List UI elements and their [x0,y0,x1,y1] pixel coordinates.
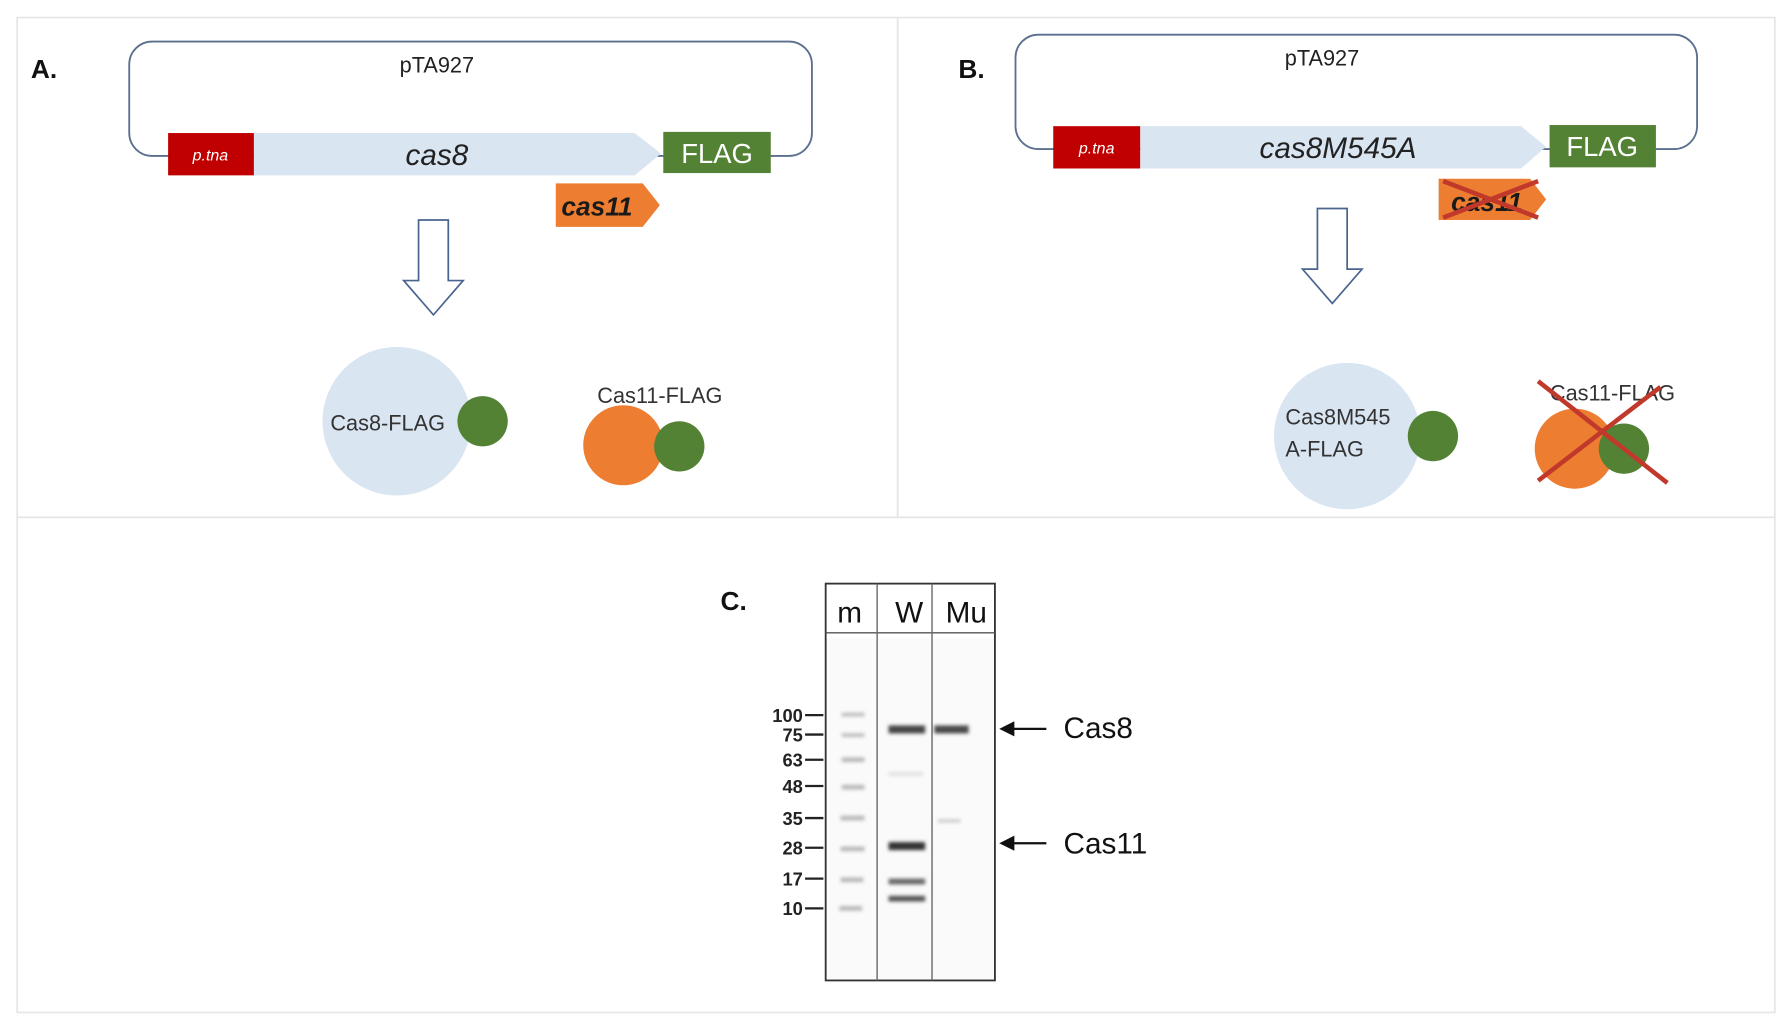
arrow-left-icon [999,835,1047,851]
flag-circle [1407,410,1459,462]
gene-label: cas8 [405,139,468,172]
flag-circle [457,396,508,447]
flag-tag-box [663,131,771,174]
cas8-protein-circle [322,346,472,496]
cross-mark-icon [1442,178,1539,220]
down-arrow-icon [401,219,466,317]
cas8m545a-gene-arrow [1140,126,1547,169]
flag-circle [654,421,705,472]
marker-ladder: 100 75 63 48 35 28 17 10 [772,705,824,919]
marker-label: 100 [772,705,803,726]
down-arrow-icon [1300,207,1364,305]
panel-b-label: B. [958,54,984,84]
cas8-band-w [888,725,926,734]
promoter-box [168,133,254,176]
cas8-annotation: Cas8 [1064,712,1133,745]
promoter-label: p.tna [192,147,229,164]
marker-label: 75 [782,724,802,745]
cas8m545a-protein-circle [1273,362,1421,510]
flag-tag-label: FLAG [681,138,753,169]
cas11-band-w [888,842,926,851]
marker-label: 28 [782,838,802,859]
lane-label-m: m [837,597,862,630]
marker-label: 48 [782,776,802,797]
gene-label: cas8M545A [1260,132,1417,165]
marker-label: 17 [782,869,802,890]
panel-c: C. m W Mu 100 75 63 48 35 28 17 10 [720,582,1148,982]
cas11-annotation: Cas11 [1064,828,1148,861]
marker-label: 35 [782,808,802,829]
gel-header [826,584,994,639]
panel-b: B. pTA927 p.tna cas8M545A FLAG cas11 Cas… [958,33,1699,510]
flag-tag-box [1549,125,1656,168]
marker-label: 10 [782,898,802,919]
promoter-label: p.tna [1078,141,1115,158]
lane-label-w: W [895,597,923,630]
cas11-flag-label: Cas11-FLAG [1550,381,1675,406]
arrow-left-icon [999,721,1047,737]
plasmid-name: pTA927 [1285,46,1359,71]
plasmid-name: pTA927 [400,52,474,77]
gel-image [824,582,996,982]
cas11-gene-arrow [555,183,660,227]
cas11-gene-label: cas11 [561,191,632,221]
gel-bands [839,712,969,911]
cas8-gene-arrow [253,133,661,176]
marker-bands [839,712,865,911]
cas8-band-mu [934,725,969,734]
promoter-box [1053,126,1141,169]
cas11-protein-circle [583,405,664,486]
cas8m545a-label-line2: A-FLAG [1285,437,1363,462]
cas8-flag-label: Cas8-FLAG [330,410,445,435]
cross-mark-icon [1536,379,1669,485]
panel-c-border [16,516,1776,1014]
flag-tag-label: FLAG [1566,131,1638,162]
cas8m545a-label-line1: Cas8M545 [1285,405,1390,430]
panel-c-label: C. [720,586,746,616]
panel-a-label: A. [31,54,57,84]
cas11-flag-label: Cas11-FLAG [597,383,722,408]
marker-label: 63 [782,750,802,771]
lane-label-mu: Mu [946,597,987,630]
panel-a: A. pTA927 p.tna cas8 FLAG cas11 Cas8-FLA… [31,40,813,496]
